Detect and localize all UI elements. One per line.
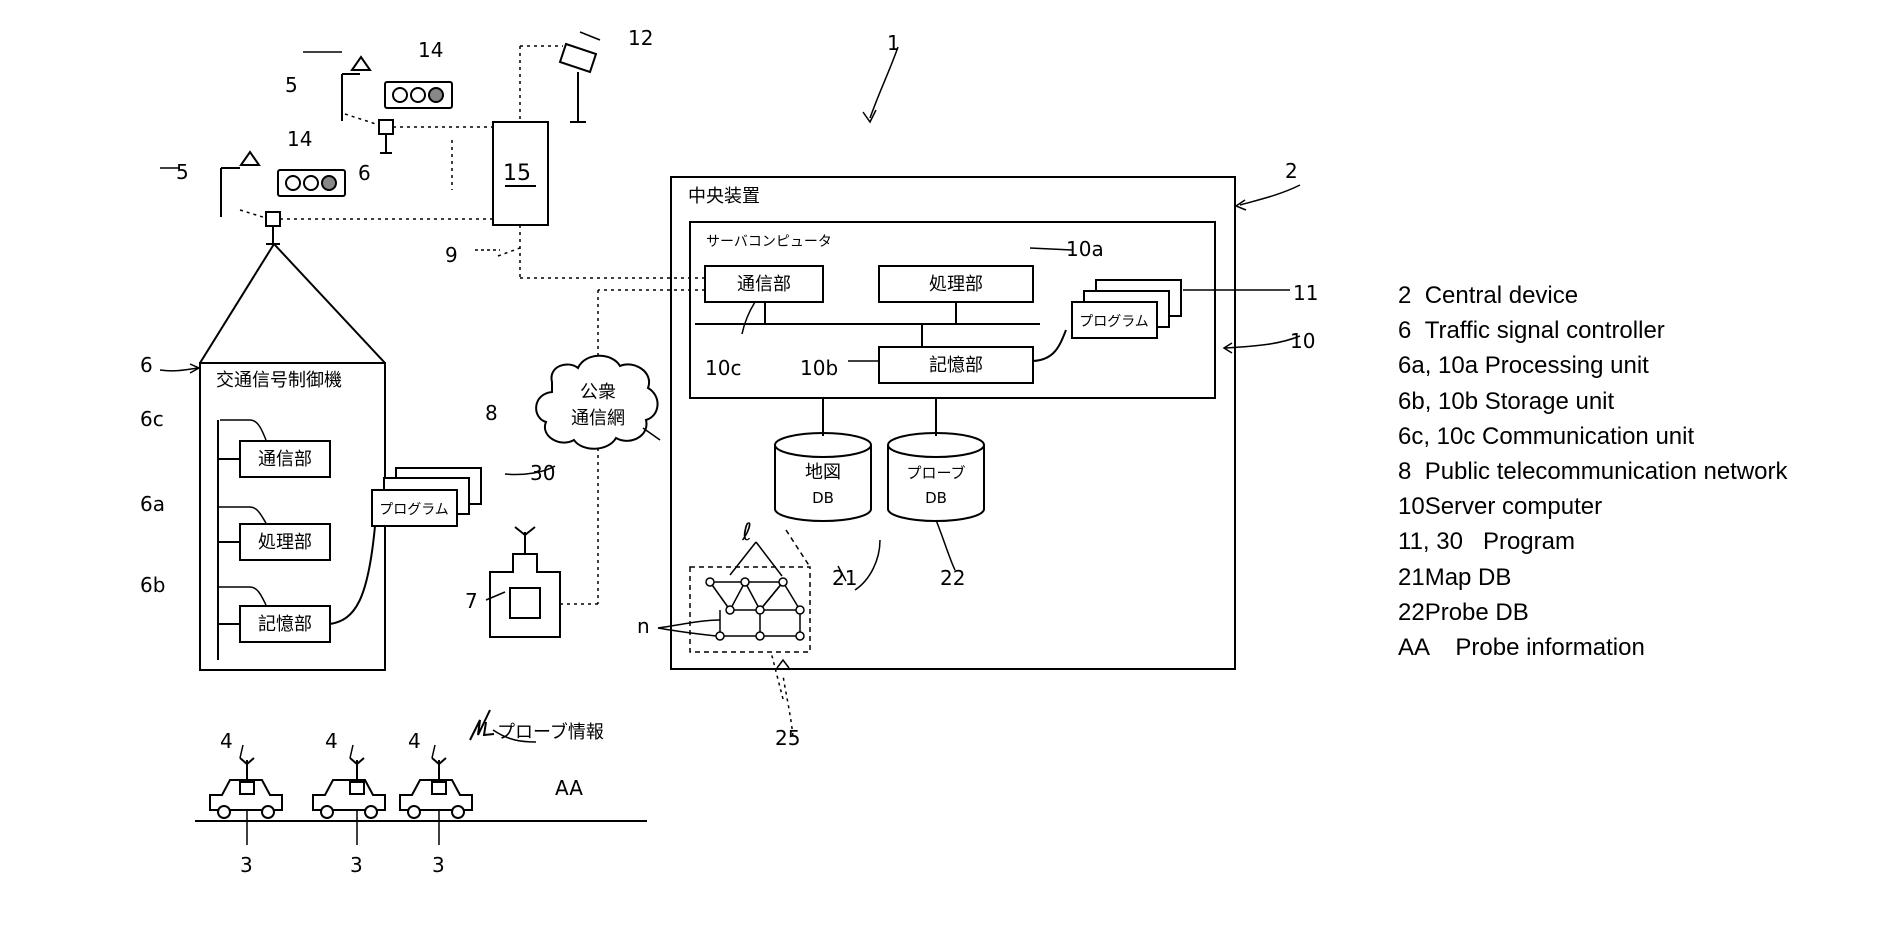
legend-text: Central device [1425, 278, 1578, 313]
probe-vehicle-1 [210, 758, 282, 818]
legend-row: 22Probe DB [1398, 595, 1788, 630]
ref-8: 8 [485, 401, 498, 425]
camera-12 [560, 44, 596, 72]
legend-key: AA [1398, 630, 1455, 665]
ref-14-upper: 14 [418, 38, 443, 62]
ref-10: 10 [1290, 329, 1315, 353]
controller-program-label: プログラム [379, 502, 449, 518]
controller-label: 交通信号制御機 [216, 370, 342, 391]
public-network-label-1: 公衆 [580, 382, 616, 403]
legend-text: Communication unit [1482, 419, 1694, 454]
legend-text: Storage unit [1485, 384, 1614, 419]
server-processing-unit-label: 処理部 [929, 274, 983, 295]
ref-5-upper: 5 [285, 73, 298, 97]
legend-key: 6b, 10b [1398, 384, 1485, 419]
legend-row: 10Server computer [1398, 489, 1788, 524]
public-network-label-2: 通信網 [571, 408, 625, 429]
ref-2: 2 [1285, 159, 1298, 183]
ref-22: 22 [940, 566, 965, 590]
probe-info-label: プローブ情報 [497, 721, 604, 743]
legend-text: Server computer [1425, 489, 1602, 524]
legend-row: 6c, 10c Communication unit [1398, 419, 1788, 454]
ref-4-car2: 4 [325, 729, 338, 753]
map-db-label-2: DB [812, 489, 834, 507]
legend-text: Processing unit [1485, 348, 1649, 383]
ref-15: 15 [503, 161, 531, 186]
probe-db-label-1: プローブ [906, 464, 965, 482]
ref-10a: 10a [1066, 237, 1104, 261]
ref-10b: 10b [800, 356, 838, 380]
ref-6b: 6b [140, 573, 165, 597]
legend-text: Map DB [1425, 560, 1512, 595]
legend-row: 11, 30 Program [1398, 524, 1788, 559]
map-db-label-1: 地図 [805, 462, 841, 483]
server-comm-unit-label: 通信部 [737, 274, 791, 295]
ref-6c: 6c [140, 407, 164, 431]
ref-3-car3: 3 [432, 853, 445, 877]
legend-key: 6c, 10c [1398, 419, 1482, 454]
legend-row: 2 Central device [1398, 278, 1788, 313]
ref-6-pole: 6 [358, 161, 371, 185]
ref-6: 6 [140, 353, 153, 377]
controller-comm-unit-label: 通信部 [258, 449, 312, 470]
legend-text: Public telecommunication network [1425, 454, 1788, 489]
legend-text: Probe DB [1425, 595, 1529, 630]
ref-25: 25 [775, 726, 800, 750]
legend-row: 8 Public telecommunication network [1398, 454, 1788, 489]
legend: 2 Central device6 Traffic signal control… [1398, 278, 1788, 665]
ref-3-car1: 3 [240, 853, 253, 877]
legend-key: 21 [1398, 560, 1425, 595]
ref-14-lower: 14 [287, 127, 312, 151]
ref-3-car2: 3 [350, 853, 363, 877]
server-computer-label: サーバコンピュータ [706, 234, 832, 250]
legend-key: 22 [1398, 595, 1425, 630]
central-device-label: 中央装置 [688, 186, 760, 207]
ref-9: 9 [445, 243, 458, 267]
ref-6a: 6a [140, 492, 165, 516]
ref-4-car1: 4 [220, 729, 233, 753]
legend-row: 6b, 10b Storage unit [1398, 384, 1788, 419]
ref-4-car3: 4 [408, 729, 421, 753]
server-storage-unit-label: 記憶部 [929, 355, 983, 376]
ref-1: 1 [887, 31, 900, 55]
ref-7: 7 [465, 589, 478, 613]
ref-11: 11 [1293, 281, 1318, 305]
legend-key: 6 [1398, 313, 1425, 348]
probe-db-label-2: DB [925, 489, 947, 507]
ref-21: 21 [832, 566, 857, 590]
controller-storage-unit-label: 記憶部 [258, 614, 312, 635]
server-program-label: プログラム [1079, 314, 1149, 330]
legend-text: Probe information [1455, 630, 1644, 665]
legend-key: 11, 30 [1398, 524, 1483, 559]
central-device-box [671, 177, 1235, 669]
ref-12: 12 [628, 26, 653, 50]
legend-row: 6a, 10a Processing unit [1398, 348, 1788, 383]
legend-key: 2 [1398, 278, 1425, 313]
label-aa: AA [555, 776, 583, 800]
legend-key: 10 [1398, 489, 1425, 524]
legend-text: Program [1483, 524, 1575, 559]
ref-n: n [637, 614, 650, 638]
controller-processing-unit-label: 処理部 [258, 532, 312, 553]
legend-key: 6a, 10a [1398, 348, 1485, 383]
ref-5-lower: 5 [176, 160, 189, 184]
vehicle-terminal-7 [490, 554, 560, 637]
legend-row: 21Map DB [1398, 560, 1788, 595]
road-network-graph [706, 578, 804, 640]
ref-30: 30 [530, 461, 555, 485]
legend-key: 8 [1398, 454, 1425, 489]
probe-vehicle-2 [313, 758, 385, 818]
ref-10c: 10c [705, 356, 741, 380]
legend-row: 6 Traffic signal controller [1398, 313, 1788, 348]
probe-vehicle-3 [400, 758, 472, 818]
ref-l: ℓ [741, 518, 752, 546]
legend-row: AA Probe information [1398, 630, 1788, 665]
legend-text: Traffic signal controller [1425, 313, 1665, 348]
